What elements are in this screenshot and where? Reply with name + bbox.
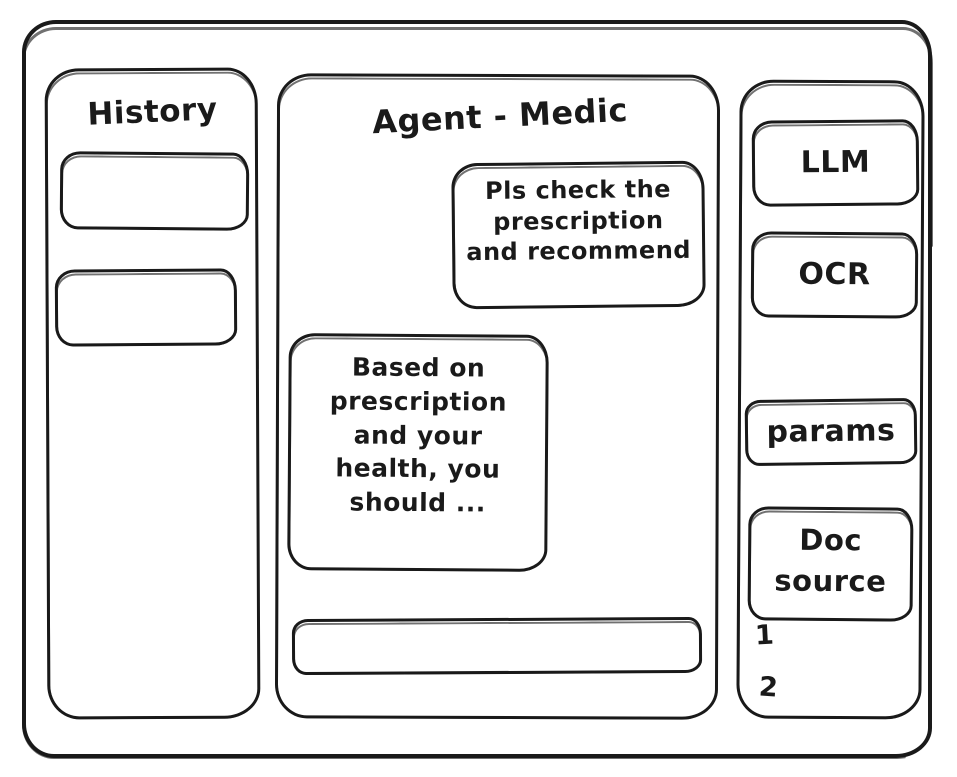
tool-ocr-button[interactable]: OCR [750,231,919,319]
tool-llm-label: LLM [800,144,871,181]
history-item-1[interactable] [59,151,250,231]
chat-message-agent: Based on prescription and your health, y… [287,333,549,572]
tool-ocr-label: OCR [798,256,871,293]
tool-params-label: params [766,413,896,450]
history-item-2-label [58,271,234,343]
history-item-2[interactable] [54,268,238,347]
chat-input[interactable] [291,616,703,676]
doc-source-panel[interactable]: Doc source [747,506,914,622]
tool-params-button[interactable]: params [744,397,918,467]
tool-llm-button[interactable]: LLM [751,119,920,207]
chat-message-agent-text: Based on prescription and your health, y… [329,352,508,518]
chat-message-user-text: Pls check the prescription and recommend [466,175,692,267]
doc-source-item-1[interactable]: 1 [754,619,775,652]
doc-source-item-2[interactable]: 2 [757,671,779,704]
doc-source-label: Doc source [774,522,887,599]
chat-message-user: Pls check the prescription and recommend [451,160,706,310]
chat-input-value [295,620,699,672]
history-item-1-label [63,154,247,228]
